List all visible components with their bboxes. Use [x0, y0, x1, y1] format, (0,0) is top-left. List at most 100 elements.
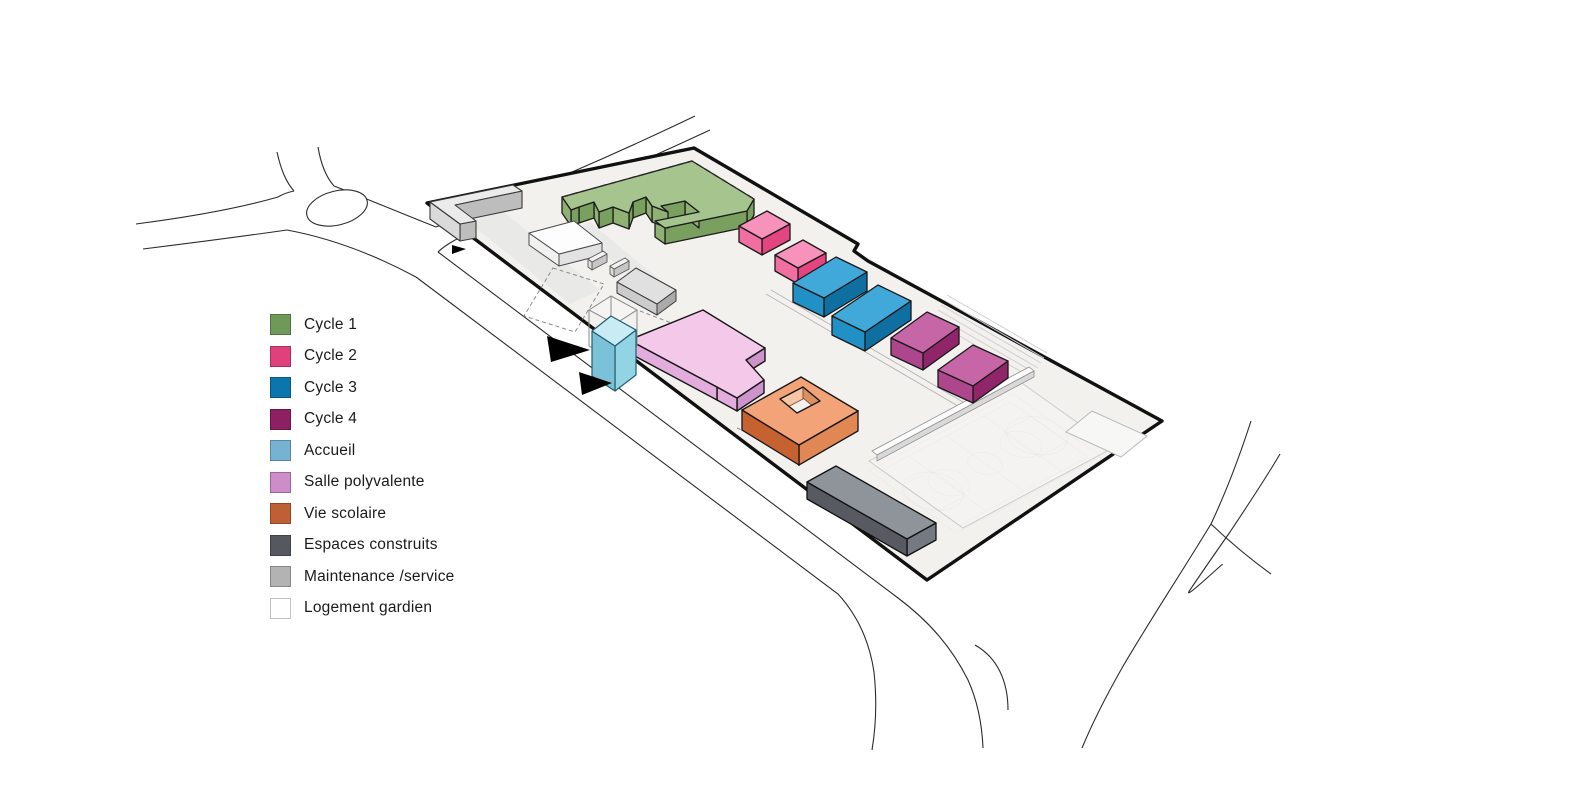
building-salle-polyvalente-top	[628, 309, 766, 399]
legend-color-swatch	[270, 534, 291, 556]
building-maintenance-l	[429, 184, 523, 242]
legend-label: Cycle 4	[304, 410, 358, 427]
legend-label: Maintenance /service	[304, 567, 455, 585]
entrance-arrow-main	[547, 336, 590, 362]
bleacher-step-line	[940, 304, 1042, 364]
legend-label: Salle polyvalente	[304, 473, 425, 490]
road-cross-a	[1210, 420, 1272, 575]
bleacher-step-line	[943, 299, 1045, 359]
road-fillet-ws	[286, 229, 417, 278]
road-junction-fillet	[974, 644, 1009, 711]
wall-maintenance-b	[609, 257, 630, 278]
court-line	[1003, 417, 1067, 457]
legend-color-swatch	[270, 597, 291, 619]
wall-maintenance-a-top	[587, 250, 608, 263]
dashed-plot-outline	[523, 267, 605, 333]
legend-label: Cycle 3	[304, 378, 358, 396]
bleacher-step-line	[937, 309, 1039, 369]
building-cycle4-1	[890, 311, 960, 371]
road-southwest-near	[437, 251, 984, 749]
building-service-bar-top	[616, 267, 677, 305]
road-cross-b	[1188, 453, 1281, 594]
dashed-path	[639, 310, 701, 335]
legend-label: Accueil	[304, 441, 356, 459]
building-cycle3-2	[831, 284, 912, 352]
legend-item: Cycle 1	[270, 314, 454, 335]
platform	[1065, 410, 1148, 458]
building-logement-gardien	[528, 220, 603, 267]
legend: Cycle 1 Cycle 2 Cycle 3 Cycle 4 Accueil	[270, 314, 454, 619]
building-accueil-top	[591, 315, 637, 347]
vie-top	[741, 376, 859, 446]
building-service-bar	[616, 267, 677, 316]
legend-color-swatch	[270, 566, 291, 587]
legend-color-swatch	[270, 345, 291, 367]
building-cycle1	[561, 160, 755, 245]
legend-item: Cycle 3	[270, 377, 454, 398]
court-line	[903, 470, 967, 510]
court-line	[890, 464, 976, 518]
legend-label: Cycle 1	[304, 315, 358, 333]
court-line	[991, 426, 1050, 463]
roundabout	[306, 189, 368, 227]
building-cycle2-1-top	[738, 210, 791, 240]
paved-path	[470, 209, 600, 304]
bleacher-step-line	[946, 294, 1048, 354]
road-network	[135, 115, 1281, 751]
entrance-arrow-small-nw	[452, 245, 466, 254]
road-fillet-es	[437, 239, 456, 253]
legend-color-swatch	[270, 314, 291, 335]
legend-color-swatch	[270, 377, 291, 398]
court-markings	[868, 393, 1102, 533]
building-cycle3-2-top	[831, 284, 912, 333]
building-cycle2-1	[738, 210, 791, 256]
legend-label: Logement gardien	[304, 599, 433, 616]
legend-label: Cycle 2	[304, 347, 358, 364]
court-line	[994, 409, 1080, 463]
legend-label: Espaces construits	[304, 536, 438, 553]
legend-color-swatch	[270, 503, 291, 524]
site-parcel	[425, 146, 1164, 582]
road-west-lower	[142, 229, 288, 250]
road-cross-a-south	[1081, 523, 1212, 749]
legend-color-swatch	[270, 471, 291, 493]
court-line	[919, 464, 978, 501]
building-cycle4-1-top	[890, 311, 960, 354]
wall-maintenance-b-top	[609, 257, 630, 270]
building-cycle3-1-top	[792, 256, 868, 299]
building-vie-scolaire	[741, 376, 859, 467]
legend-item: Cycle 4	[270, 408, 454, 430]
wall-maintenance-a	[587, 250, 608, 271]
legend-item: Maintenance /service	[270, 566, 454, 587]
building-maintenance-l-top	[429, 184, 523, 225]
legend-item: Accueil	[270, 440, 454, 461]
building-accueil	[591, 315, 637, 392]
legend-color-swatch	[270, 408, 291, 430]
building-espaces-construits	[806, 465, 937, 557]
road-north-right	[317, 146, 335, 187]
building-cycle1-top	[561, 160, 755, 229]
legend-item: Salle polyvalente	[270, 471, 454, 493]
legend-label: Vie scolaire	[304, 504, 387, 522]
court-line	[946, 436, 1023, 491]
building-cycle4-2	[937, 344, 1009, 404]
legend-item: Logement gardien	[270, 597, 454, 619]
building-cycle2-2-top	[774, 239, 827, 269]
entrance-arrow-secondary	[579, 372, 612, 395]
legend-color-swatch	[270, 440, 291, 461]
legend-item: Cycle 2	[270, 345, 454, 367]
court-line	[960, 448, 1009, 479]
building-cycle3-1	[792, 256, 868, 318]
building-cycle4-2-top	[937, 344, 1009, 387]
legend-item: Espaces construits	[270, 534, 454, 556]
court-line	[984, 416, 1061, 471]
legend-item: Vie scolaire	[270, 503, 454, 524]
building-logement-gardien-top	[528, 220, 603, 255]
court-line	[869, 394, 1101, 533]
boundary-dashed-edge	[561, 160, 755, 200]
court-line	[909, 456, 986, 511]
building-espaces-construits-top	[806, 465, 937, 540]
road-fillet-wn	[277, 190, 295, 198]
